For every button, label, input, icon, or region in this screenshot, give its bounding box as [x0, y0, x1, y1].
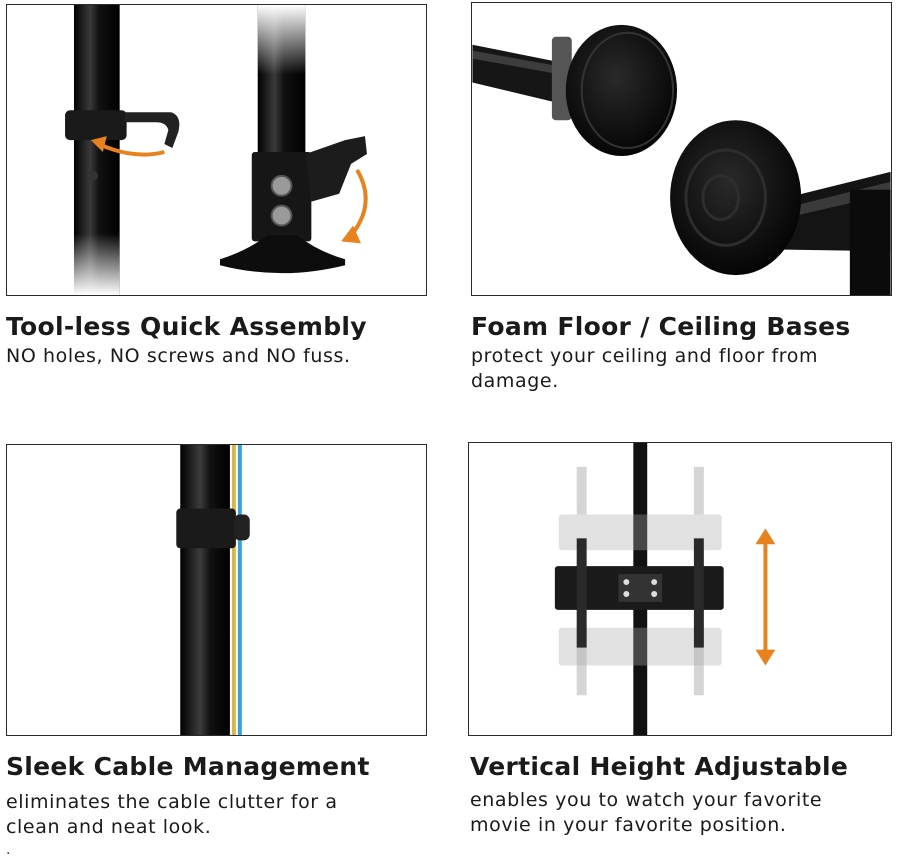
feature-title-cable-management: Sleek Cable Management: [6, 752, 370, 781]
assembly-arrow-icon-2: [349, 168, 368, 237]
foam-bases-illustration: [472, 24, 891, 295]
clamp-ring: [65, 110, 127, 141]
feature-desc-foam-bases: protect your ceiling and floor from dama…: [471, 345, 819, 392]
lower-foam-base: [670, 120, 802, 276]
base-lever: [305, 136, 367, 202]
feature-image-cable-management: [6, 444, 427, 736]
feature-desc-cable-management: eliminates the cable clutter for a clean…: [6, 791, 338, 838]
height-adjust-arrow-icon: [755, 528, 776, 666]
feature-desc-assembly: NO holes, NO screws and NO fuss.: [6, 345, 351, 367]
feature-title-assembly: Tool-less Quick Assembly: [6, 312, 367, 341]
assembly-arrow-icon: [98, 142, 165, 157]
upper-foam-base: [565, 24, 678, 156]
cable-pole: [180, 445, 230, 735]
floor-base: [219, 235, 346, 274]
cable-yellow: [231, 445, 236, 735]
feature-image-tool-less-assembly: [6, 4, 427, 296]
assembly-illustration: [65, 5, 368, 295]
trailing-mark: .: [6, 842, 11, 858]
height-adjust-illustration: [554, 443, 776, 735]
feature-image-height-adjust: [468, 442, 892, 736]
feature-title-foam-bases: Foam Floor / Ceiling Bases: [471, 312, 851, 341]
cable-management-illustration: [176, 445, 250, 735]
cable-blue: [237, 445, 242, 735]
cable-clip: [176, 508, 236, 549]
clamp-lever: [124, 112, 180, 149]
feature-title-height-adjust: Vertical Height Adjustable: [470, 752, 849, 781]
bracket-ghost-lower: [558, 627, 722, 666]
feature-image-foam-bases: [471, 2, 892, 296]
feature-desc-height-adjust: enables you to watch your favorite movie…: [470, 789, 823, 836]
bracket-active: [554, 538, 724, 648]
